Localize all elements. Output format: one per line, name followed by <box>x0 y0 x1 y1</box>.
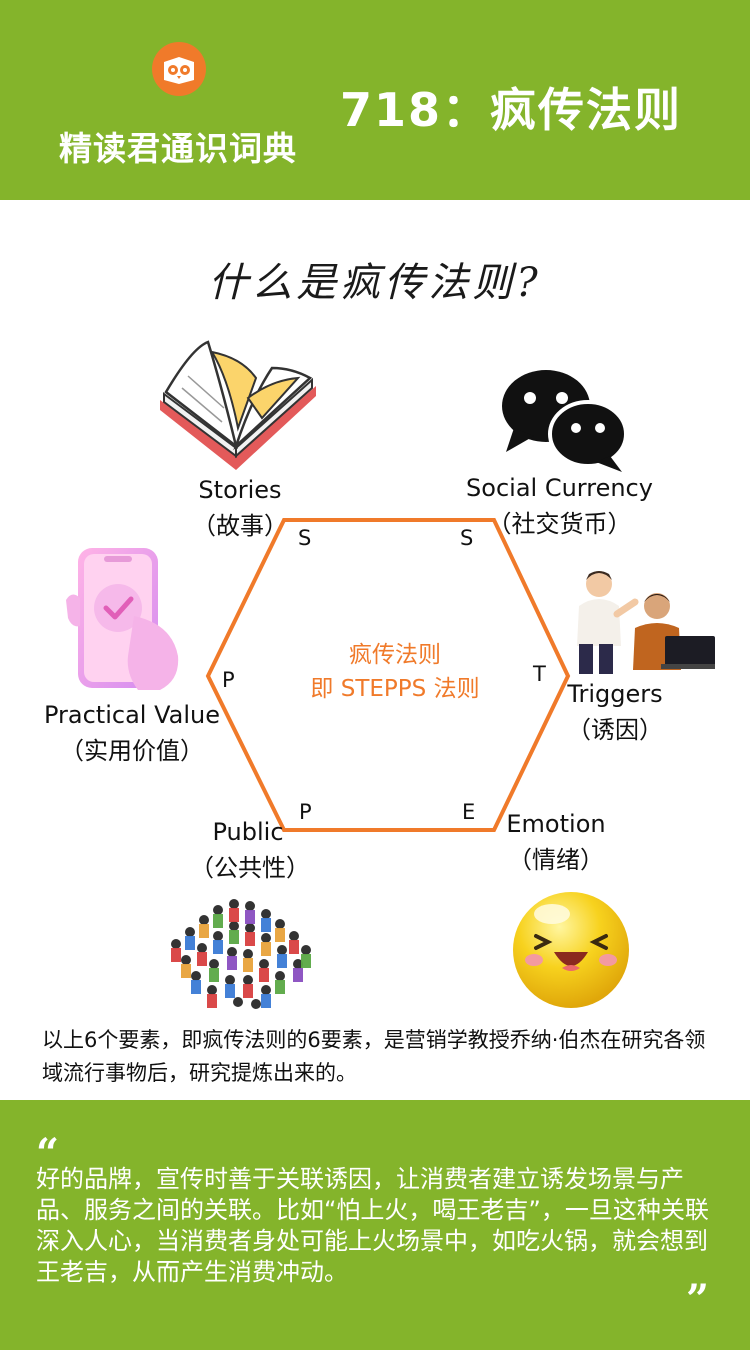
element-name: Triggers <box>567 680 663 708</box>
element-social-currency: Social Currency （社交货币） <box>452 470 667 542</box>
element-cn: （诱因） <box>567 716 663 744</box>
owl-logo-icon <box>152 42 206 96</box>
open-book-icon <box>152 338 322 480</box>
vertex-letter-e: E <box>462 800 476 824</box>
center-line-2: 即 STEPPS 法则 <box>310 676 480 702</box>
crowd-icon <box>156 884 322 1018</box>
question-heading: 什么是疯传法则? <box>208 260 542 306</box>
caption-text: 以上6个要素，即疯传法则的6要素，是营销学教授乔纳·伯杰在研究各领域流行事物后，… <box>42 1028 706 1085</box>
hexagon-outline <box>205 518 571 832</box>
element-cn: （公共性） <box>190 854 310 882</box>
hexagon-center-label: 疯传法则 即 STEPPS 法则 <box>255 638 535 706</box>
chat-bubbles-icon <box>500 368 630 478</box>
header-banner <box>0 0 750 200</box>
vertex-letter-p-practical: P <box>222 668 235 692</box>
element-emotion: Emotion （情绪） <box>486 806 626 878</box>
center-line-1: 疯传法则 <box>349 642 441 668</box>
element-cn: （情绪） <box>508 846 604 874</box>
element-cn: （社交货币） <box>487 510 632 538</box>
element-name: Social Currency <box>466 474 653 502</box>
element-name: Practical Value <box>43 701 220 729</box>
quote-text: 好的品牌，宣传时善于关联诱因，让消费者建立诱发场景与产品、服务之间的关联。比如“… <box>36 1165 709 1286</box>
element-name: Stories <box>198 476 282 504</box>
element-name: Public <box>212 818 284 846</box>
smiley-face-icon <box>508 888 634 1016</box>
vertex-letter-p-public: P <box>299 800 312 824</box>
close-quote-icon: ” <box>686 1276 710 1323</box>
element-triggers: Triggers （诱因） <box>550 676 680 748</box>
vertex-letter-t: T <box>533 662 546 686</box>
element-cn: （实用价值） <box>60 737 204 765</box>
stepps-hexagon <box>205 518 571 832</box>
people-discussion-icon <box>565 566 715 680</box>
open-quote-icon: “ <box>36 1130 60 1177</box>
phone-check-icon <box>64 546 188 700</box>
brand-name: 精读君通识词典 <box>59 129 297 168</box>
vertex-letter-s-social: S <box>460 526 474 550</box>
element-practical-value: Practical Value （实用价值） <box>34 697 230 769</box>
element-public: Public （公共性） <box>190 814 310 886</box>
entry-title: 718：疯传法则 <box>340 83 683 137</box>
vertex-letter-s-stories: S <box>298 526 312 550</box>
element-stories: Stories （故事） <box>160 472 320 544</box>
element-name: Emotion <box>506 810 606 838</box>
quote-panel <box>0 1100 750 1350</box>
element-cn: （故事） <box>192 512 288 540</box>
